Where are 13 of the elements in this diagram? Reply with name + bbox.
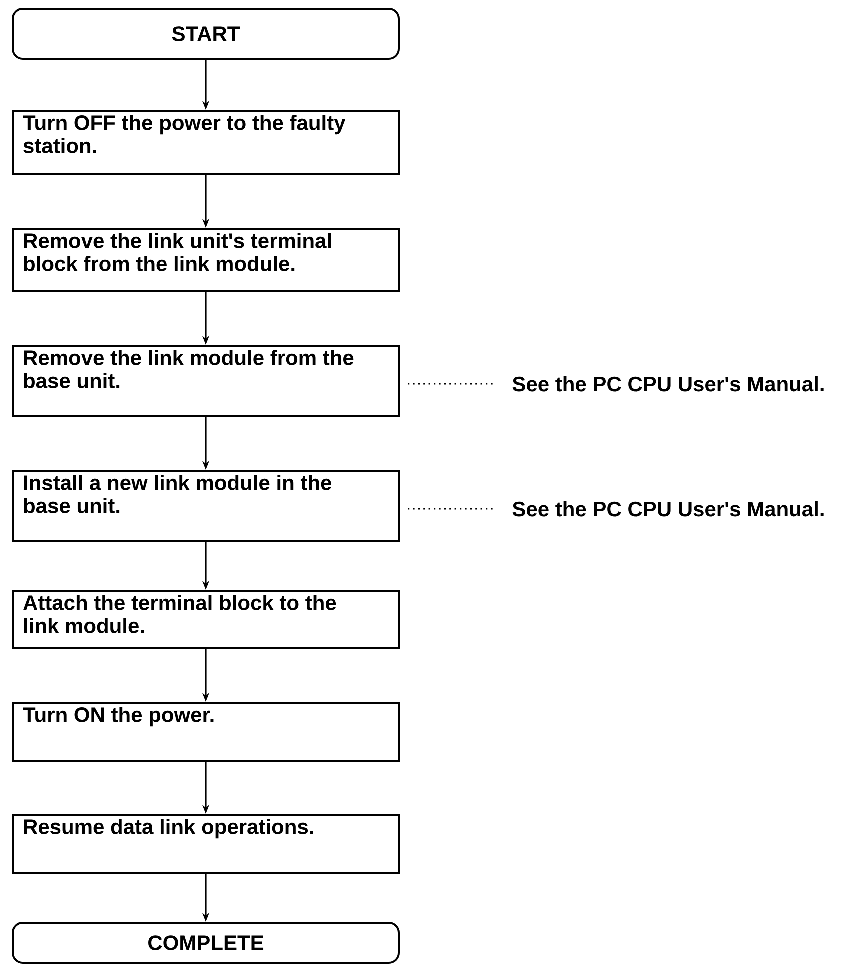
process-box: Turn ON the power. [12,702,400,762]
process-box: Install a new link module in the base unit. [12,470,400,542]
reference-note: See the PC CPU User's Manual. [512,501,824,517]
process-box: Attach the terminal block to the link module. [12,590,400,649]
reference-note: See the PC CPU User's Manual. [512,376,824,392]
terminal-box: COMPLETE [12,922,400,964]
process-box: Remove the link module from the base unit. [12,345,400,417]
dotted-leader [408,508,496,510]
process-box: Turn OFF the power to the faulty station. [12,110,400,175]
process-box: Resume data link operations. [12,814,400,874]
process-box: Remove the link unit's terminal block from the link module. [12,228,400,292]
dotted-leader [408,383,496,385]
terminal-box: START [12,8,400,60]
